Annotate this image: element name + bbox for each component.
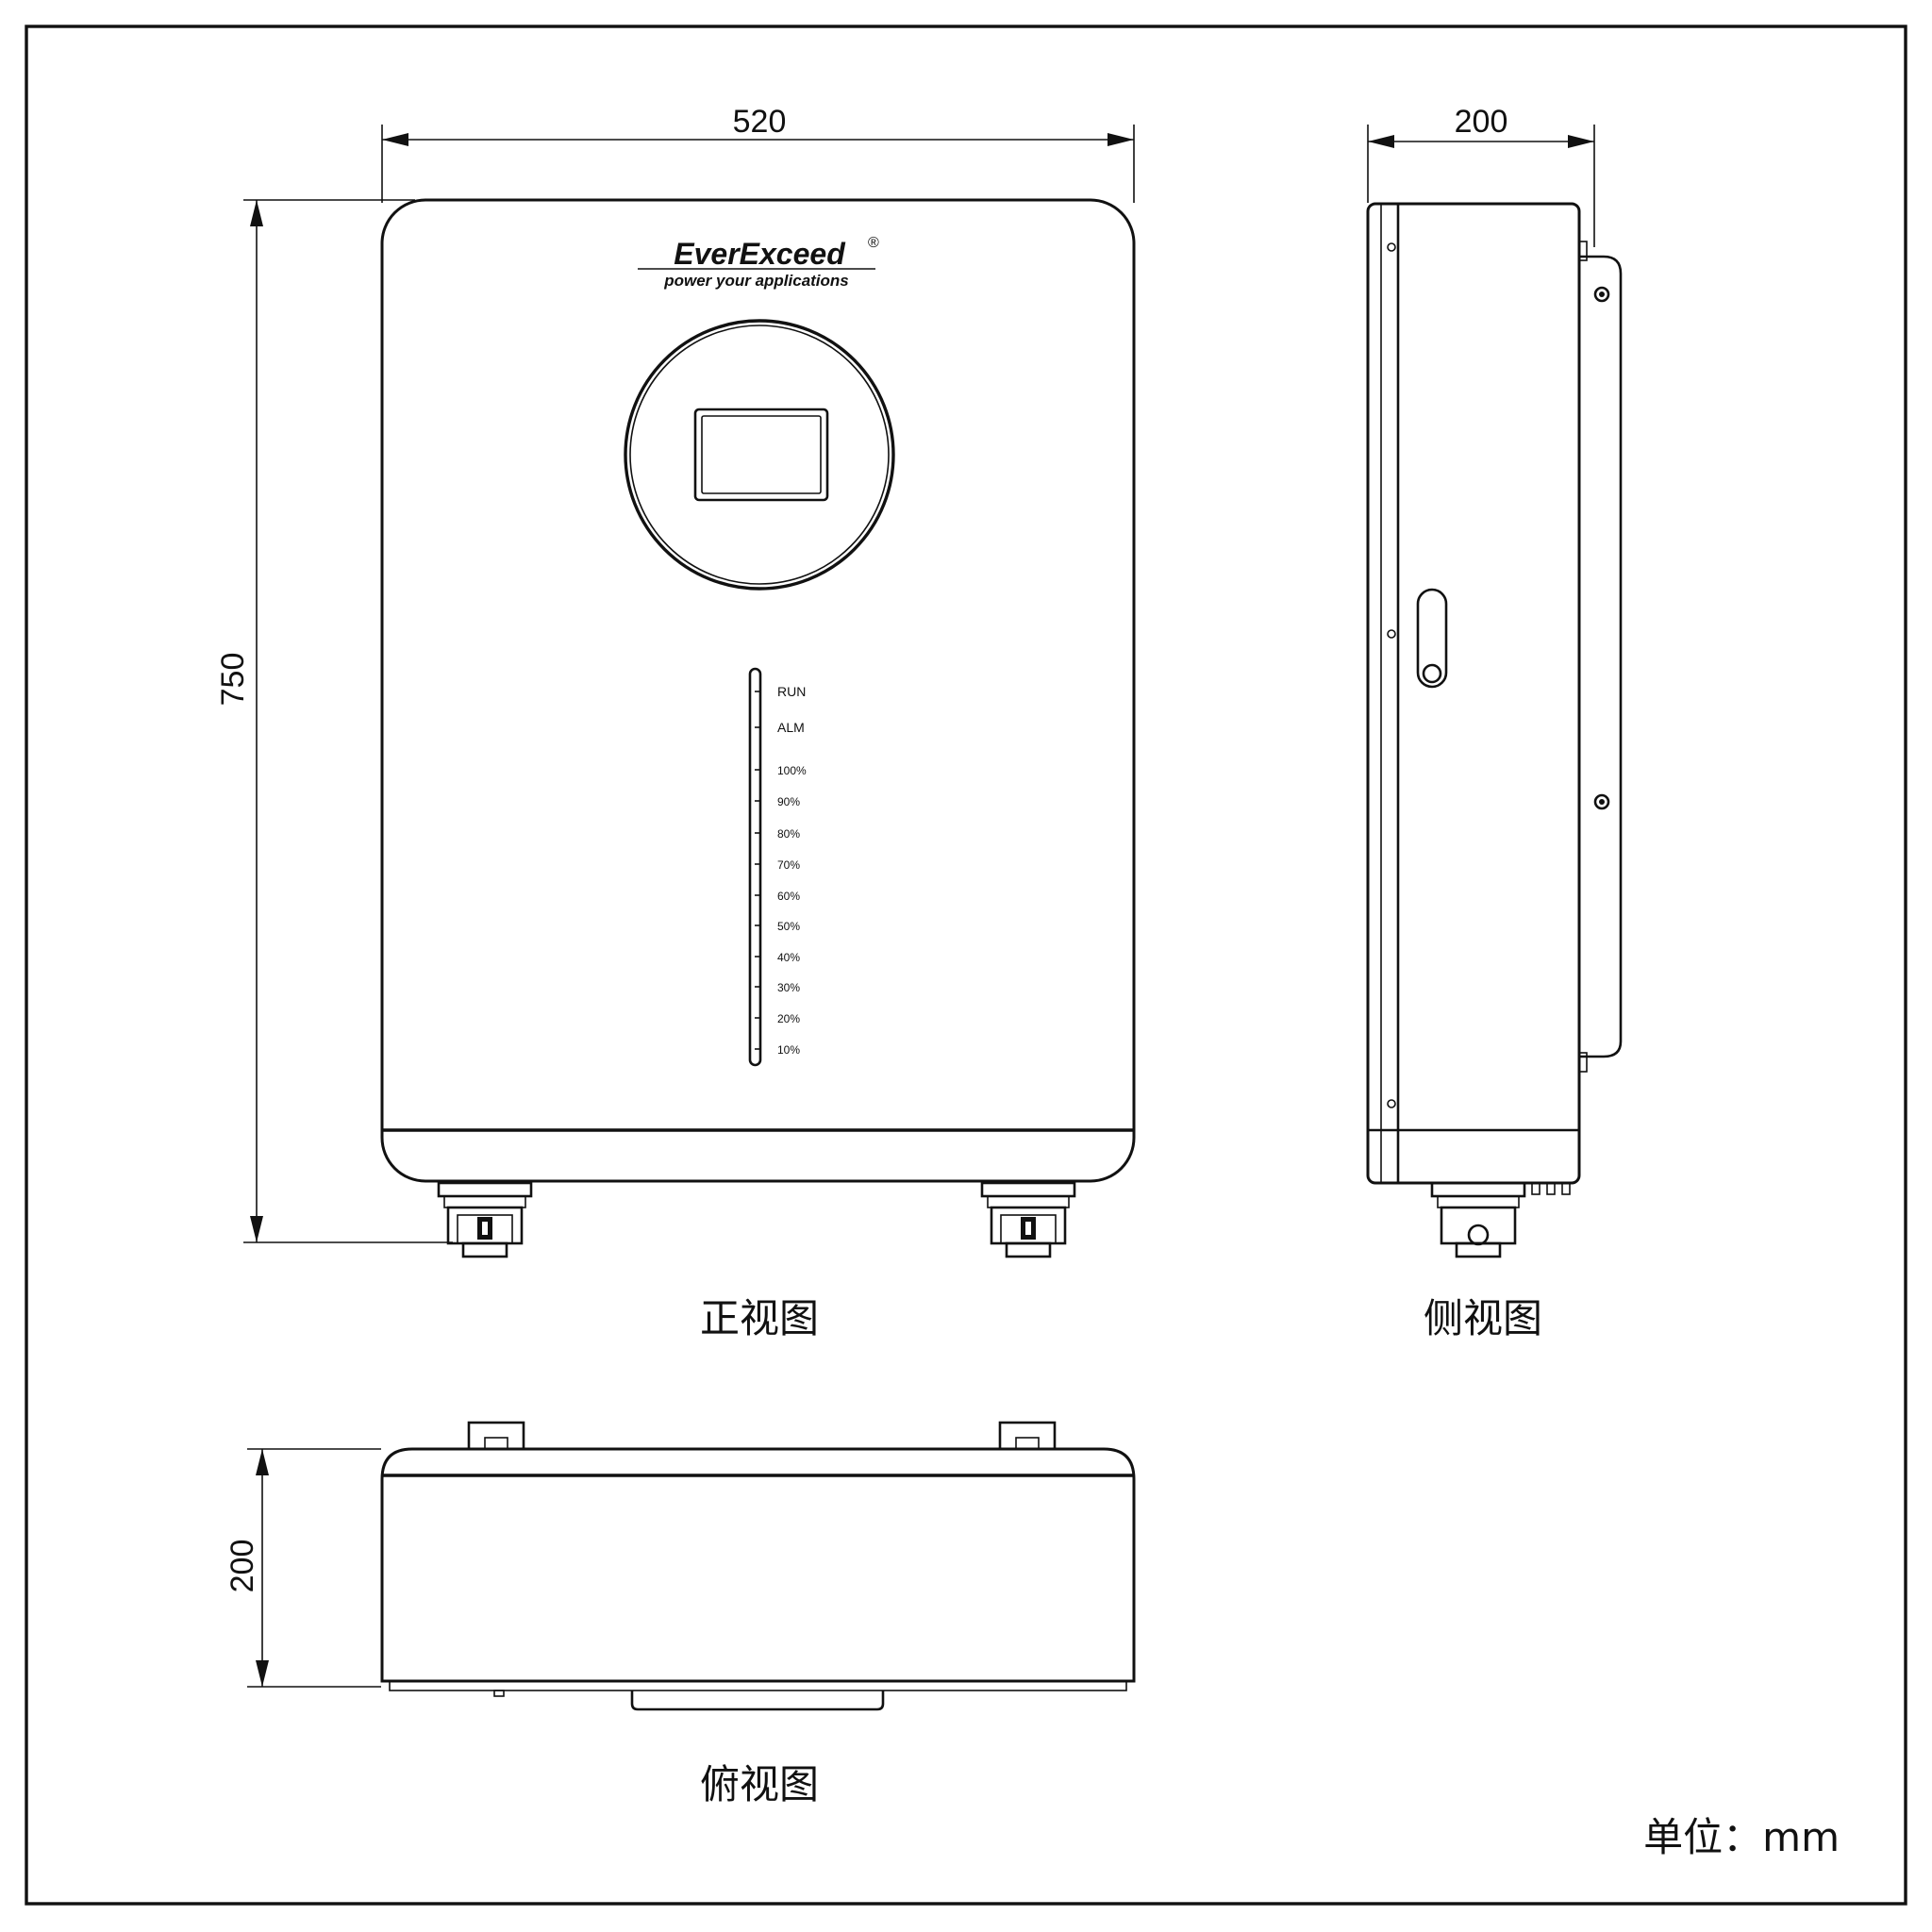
top-tab-left	[467, 1421, 525, 1451]
front-width-label: 520	[733, 104, 787, 140]
side-body	[1366, 202, 1581, 1185]
led-bar	[748, 667, 762, 1067]
front-view: 520 750 EverExceed ® power your applicat…	[215, 104, 1136, 1341]
drawing-frame	[25, 25, 1907, 1906]
top-view-caption: 俯视图	[700, 1761, 819, 1807]
wall-bracket	[1579, 255, 1623, 1058]
top-depth-label: 200	[225, 1540, 260, 1593]
led-label-100: 100%	[777, 764, 807, 777]
side-view: 200 侧视图	[1366, 104, 1623, 1341]
brand-tagline: power your applications	[663, 272, 849, 290]
side-depth-label: 200	[1455, 104, 1508, 140]
registered-mark: ®	[868, 235, 879, 251]
side-handle	[1416, 588, 1448, 689]
front-height-label: 750	[215, 653, 251, 707]
lcd-screen	[693, 408, 829, 502]
unit-label: 单位：mm	[1643, 1814, 1840, 1860]
front-right-foot	[980, 1181, 1076, 1258]
front-left-foot	[437, 1181, 533, 1258]
front-body	[380, 198, 1136, 1183]
led-label-40: 40%	[777, 951, 800, 964]
led-ticks	[755, 691, 760, 1050]
side-view-caption: 侧视图	[1424, 1295, 1542, 1341]
brand-logo: EverExceed	[674, 237, 846, 271]
led-label-run: RUN	[777, 684, 806, 699]
top-bracket	[630, 1690, 885, 1711]
led-label-80: 80%	[777, 827, 800, 841]
led-label-alm: ALM	[777, 720, 805, 735]
top-body	[380, 1447, 1136, 1683]
led-label-20: 20%	[777, 1012, 800, 1025]
side-foot	[1430, 1181, 1526, 1258]
led-label-30: 30%	[777, 981, 800, 994]
led-label-70: 70%	[777, 858, 800, 872]
top-view: 200 俯视图	[225, 1421, 1136, 1807]
led-label-90: 90%	[777, 795, 800, 808]
led-label-50: 50%	[777, 920, 800, 933]
front-view-caption: 正视图	[700, 1295, 819, 1341]
led-label-60: 60%	[777, 890, 800, 903]
led-label-10: 10%	[777, 1043, 800, 1057]
display-ring	[624, 319, 895, 591]
top-tab-right	[998, 1421, 1057, 1451]
